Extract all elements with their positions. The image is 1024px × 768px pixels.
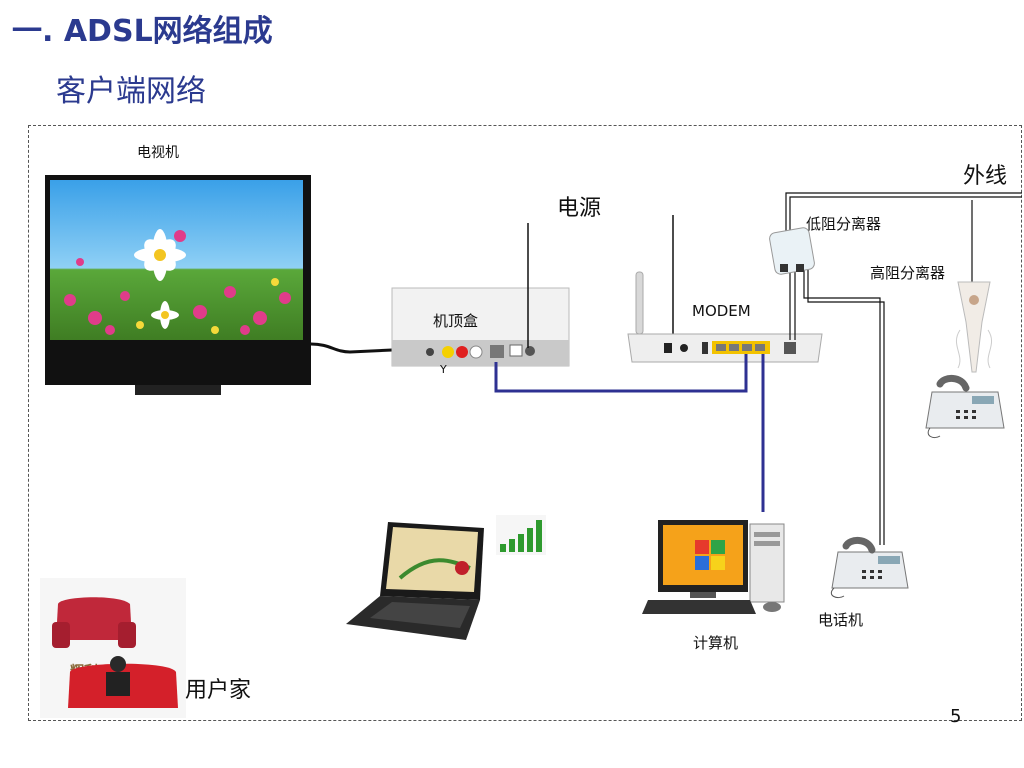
phone-label: 电话机 — [818, 611, 864, 629]
set-top-box-icon — [391, 287, 570, 367]
slide-title: 一. ADSL网络组成 — [12, 14, 273, 49]
sofa-icon: 辉利 — [40, 578, 186, 718]
tv-icon — [45, 175, 311, 395]
low-splitter-label: 低阻分离器 — [806, 215, 882, 233]
slide-subtitle: 客户端网络 — [56, 74, 206, 109]
modem-icon — [627, 271, 823, 363]
diagram-frame — [28, 125, 1022, 721]
high-splitter-icon — [955, 281, 993, 373]
laptop-icon — [346, 522, 484, 640]
telephone-icon — [925, 375, 1005, 439]
signal-bars-icon — [496, 515, 546, 555]
phone-lines — [785, 192, 1022, 545]
home-label: 用户家 — [185, 678, 252, 703]
computer-label: 计算机 — [693, 634, 739, 652]
tv-label: 电视机 — [137, 145, 179, 161]
telephone-icon — [830, 537, 909, 599]
low-splitter-icon — [769, 227, 815, 275]
page-number: 5 — [950, 706, 962, 727]
high-splitter-label: 高阻分离器 — [870, 264, 946, 282]
ethernet-cables — [494, 354, 765, 512]
stb-port-label: Y — [440, 363, 447, 376]
stb-label: 机顶盒 — [433, 312, 479, 330]
desktop-computer-icon — [642, 520, 785, 614]
outside-line-label: 外线 — [963, 164, 1008, 189]
modem-label: MODEM — [692, 302, 751, 320]
power-label: 电源 — [557, 196, 602, 221]
